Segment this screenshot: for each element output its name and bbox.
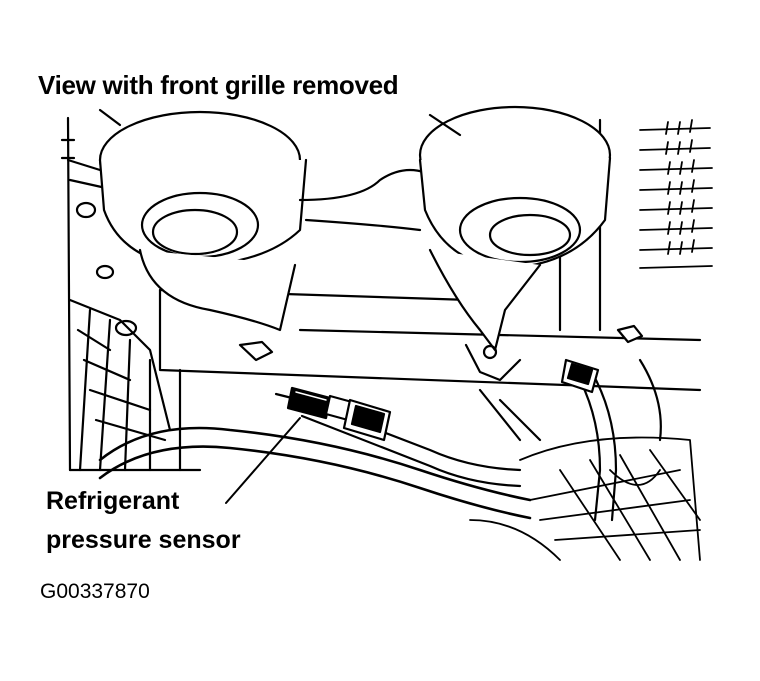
left-bracket bbox=[68, 298, 202, 472]
clips bbox=[238, 324, 644, 442]
cooling-fan bbox=[469, 436, 701, 561]
callout-leader bbox=[225, 417, 301, 504]
diagram-title: View with front grille removed bbox=[38, 70, 399, 100]
callout-label-line-1: Refrigerant bbox=[46, 487, 180, 515]
wiring-connector bbox=[560, 358, 600, 394]
left-horn bbox=[98, 110, 442, 332]
pressure-sensor bbox=[274, 386, 392, 442]
right-horn bbox=[418, 105, 612, 360]
refrigerant-lines bbox=[98, 358, 662, 522]
callout-label-line-2: pressure sensor bbox=[46, 526, 241, 554]
figure-id: G00337870 bbox=[40, 580, 150, 603]
grille-comb bbox=[639, 119, 713, 269]
